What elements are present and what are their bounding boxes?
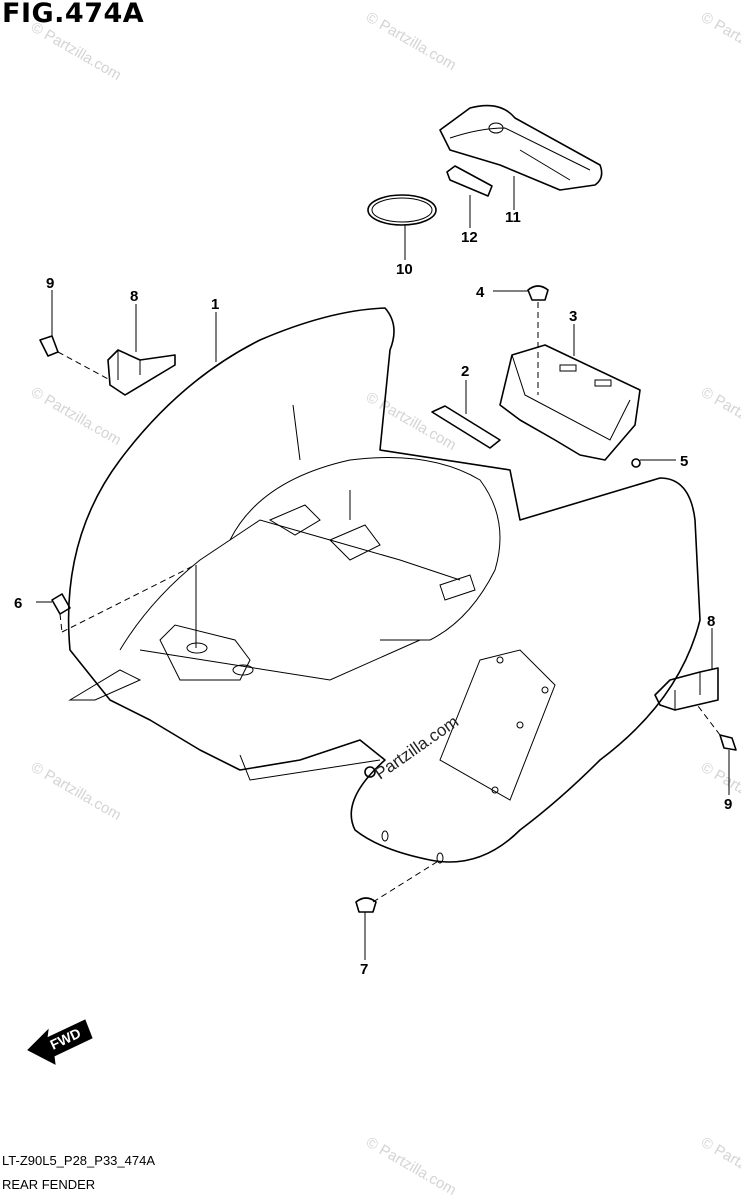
part-9-bolt-right	[697, 705, 737, 751]
callout-9-right: 9	[724, 796, 732, 813]
part-4-bolt	[527, 285, 549, 395]
watermark: © Partzilla.com	[698, 759, 741, 824]
part-11-pouch	[439, 104, 603, 191]
part-10-ring-band	[367, 194, 437, 226]
callout-4: 4	[476, 284, 485, 301]
watermark: © Partzilla.com	[698, 384, 741, 449]
callout-11: 11	[505, 209, 521, 226]
part-9-bolt-left	[39, 335, 111, 381]
part-6-bolt	[51, 564, 196, 633]
part-8-bracket-left	[107, 349, 176, 396]
part-3-tray	[499, 344, 641, 461]
watermark: © Partzilla.com	[28, 759, 124, 824]
figure-code: LT-Z90L5_P28_P33_474A	[2, 1153, 155, 1168]
callout-5: 5	[680, 453, 688, 470]
watermark: © Partzilla.com	[698, 9, 741, 74]
part-1-rear-fender	[67, 307, 701, 864]
figure-name: REAR FENDER	[2, 1177, 96, 1192]
watermark-layer: © Partzilla.com © Partzilla.com © Partzi…	[28, 9, 741, 1199]
watermark: © Partzilla.com	[698, 1134, 741, 1199]
leader-lines	[36, 176, 730, 960]
watermark: © Partzilla.com	[363, 389, 459, 454]
figure-title: FIG.474A	[2, 0, 145, 29]
watermark: © Partzilla.com	[28, 19, 124, 84]
callout-10: 10	[396, 261, 413, 278]
callout-7: 7	[360, 961, 368, 978]
watermark: © Partzilla.com	[363, 1134, 459, 1199]
callout-3: 3	[569, 308, 577, 325]
watermark: © Partzilla.com	[28, 384, 124, 449]
part-7-bolt	[355, 859, 441, 913]
fwd-arrow-icon: FWD	[27, 1019, 93, 1065]
part-8-bracket-right	[654, 667, 719, 711]
callout-8-right: 8	[707, 613, 715, 630]
watermark-center: Partzilla.com	[371, 712, 462, 783]
part-5-screw	[631, 458, 641, 468]
part-2-emblem	[431, 405, 501, 449]
callout-9-left: 9	[46, 275, 54, 292]
callout-8-left: 8	[130, 288, 138, 305]
part-12-pad	[446, 165, 493, 197]
callout-1: 1	[211, 296, 219, 313]
watermark: © Partzilla.com	[363, 9, 459, 74]
callout-12: 12	[461, 229, 478, 246]
callout-6: 6	[14, 595, 22, 612]
callout-labels: 1 2 3 4 5 6 7 8 8 9 9 10 11 12	[14, 209, 732, 978]
callout-2: 2	[461, 363, 469, 380]
